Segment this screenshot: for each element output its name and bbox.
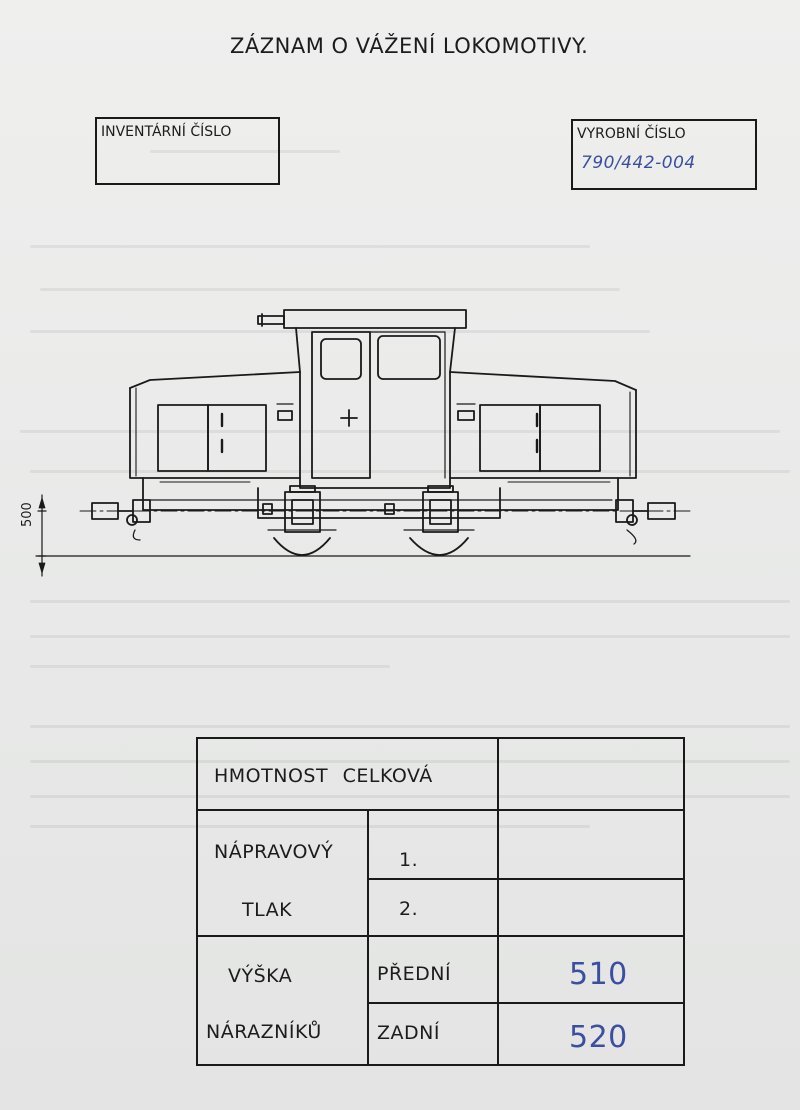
buffer-height-dimension: 500 (20, 502, 35, 527)
bleed-through-line (30, 635, 790, 638)
bleed-through-line (30, 665, 390, 668)
bleed-through-line (30, 245, 590, 248)
axle-load-label-line2: TLAK (242, 899, 293, 921)
serial-number-field[interactable]: VYROBNÍ ČÍSLO 790/442-004 (571, 119, 757, 190)
rear-label: ZADNÍ (377, 1022, 440, 1044)
serial-number-value: 790/442-004 (581, 153, 696, 173)
inventory-number-field[interactable]: INVENTÁRNÍ ČÍSLO (95, 117, 280, 185)
locomotive-drawing (35, 309, 691, 577)
table-row: NÁPRAVOVÝ TLAK 1. (196, 809, 685, 937)
front-buffer-height-value: 510 (569, 957, 628, 992)
axle-2-label: 2. (399, 898, 419, 920)
total-mass-value-cell[interactable] (497, 737, 685, 811)
axle-1-cell: 1. (367, 809, 499, 880)
table-row: HMOTNOST CELKOVÁ (196, 737, 685, 811)
bleed-through-line (20, 430, 780, 433)
front-value-cell[interactable]: 510 (497, 935, 685, 1004)
total-mass-label: HMOTNOST CELKOVÁ (214, 765, 433, 787)
axle-load-label-cell: NÁPRAVOVÝ TLAK (196, 809, 369, 937)
bleed-through-line (30, 600, 790, 603)
rear-label-cell: ZADNÍ (367, 1002, 499, 1066)
bleed-through-line (150, 150, 340, 153)
front-label: PŘEDNÍ (377, 963, 452, 985)
rear-buffer-height-value: 520 (569, 1020, 628, 1055)
axle-2-value-cell[interactable] (497, 878, 685, 937)
serial-number-label: VYROBNÍ ČÍSLO (577, 126, 686, 142)
axle-2-cell: 2. (367, 878, 499, 937)
buffer-height-label-cell: VÝŠKA NÁRAZNÍKŮ (196, 935, 369, 1066)
axle-1-value-cell[interactable] (497, 809, 685, 880)
buffer-height-label-line1: VÝŠKA (228, 965, 293, 987)
front-label-cell: PŘEDNÍ (367, 935, 499, 1004)
axle-1-label: 1. (399, 849, 419, 871)
bleed-through-line (40, 288, 620, 291)
bleed-through-line (30, 470, 790, 473)
table-row: VÝŠKA NÁRAZNÍKŮ PŘEDNÍ 510 (196, 935, 685, 1066)
weight-record-table: HMOTNOST CELKOVÁ NÁPRAVOVÝ TLAK 1. 2. (196, 737, 685, 1066)
buffer-height-label-line2: NÁRAZNÍKŮ (206, 1021, 322, 1043)
table-row: 2. (197, 878, 685, 937)
inventory-number-label: INVENTÁRNÍ ČÍSLO (101, 124, 232, 140)
page-title: ZÁZNAM O VÁŽENÍ LOKOMOTIVY. (230, 34, 589, 58)
table-row: ZADNÍ 520 (197, 1002, 685, 1066)
axle-load-label-line1: NÁPRAVOVÝ (214, 841, 334, 863)
rear-value-cell[interactable]: 520 (497, 1002, 685, 1066)
bleed-through-line (30, 725, 790, 728)
total-mass-label-cell: HMOTNOST CELKOVÁ (196, 737, 499, 811)
